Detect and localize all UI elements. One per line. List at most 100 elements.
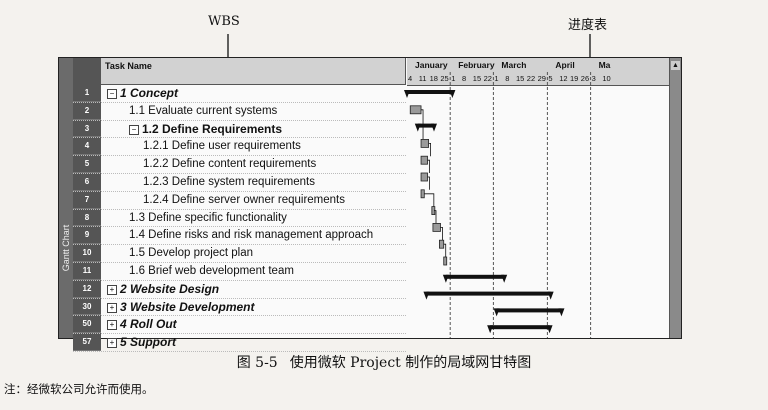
dependency-link — [424, 193, 435, 207]
week-label: 8 — [462, 74, 467, 83]
view-bar-label: Gantt Chart — [61, 224, 71, 272]
summary-bar-end — [546, 325, 553, 334]
table-row[interactable]: 5 1.2.2 Define content requirements — [73, 156, 406, 174]
week-label: 3 — [591, 74, 596, 83]
row-number[interactable]: 12 — [73, 280, 101, 298]
expand-icon[interactable]: + — [107, 302, 117, 313]
table-row[interactable]: 10 1.5 Develop project plan — [73, 245, 406, 263]
week-label: 5 — [548, 74, 553, 83]
row-number[interactable]: 5 — [73, 156, 101, 173]
task-name[interactable]: +4 Roll Out — [107, 316, 177, 333]
table-row[interactable]: 11 1.6 Brief web development team — [73, 262, 406, 281]
scroll-up-icon[interactable]: ▲ — [671, 61, 680, 70]
task-name-text: 1.6 Brief web development team — [129, 264, 294, 277]
task-bar — [420, 139, 429, 148]
task-name[interactable]: 1.5 Develop project plan — [129, 245, 253, 262]
row-number[interactable]: 8 — [73, 209, 101, 227]
collapse-icon[interactable]: − — [107, 89, 117, 99]
task-name-text: 2 Website Design — [120, 281, 220, 296]
table-row[interactable]: 2 1.1 Evaluate current systems — [73, 102, 406, 121]
dependency-link — [428, 143, 431, 157]
task-name[interactable]: +5 Support — [107, 334, 176, 351]
row-number[interactable]: 50 — [73, 316, 101, 334]
summary-bar — [407, 90, 453, 94]
summary-bar-end — [449, 90, 456, 98]
schedule-callout-label: 进度表 — [568, 18, 608, 33]
row-number[interactable]: 30 — [73, 298, 101, 316]
row-number[interactable]: 6 — [73, 173, 101, 191]
task-name[interactable]: 1.6 Brief web development team — [129, 263, 294, 280]
task-name-text: 1.1 Evaluate current systems — [129, 104, 278, 117]
task-name[interactable]: 1.2.3 Define system requirements — [143, 174, 315, 191]
week-label: 1 — [451, 74, 456, 83]
task-name[interactable]: 1.2.4 Define server owner requirements — [143, 192, 345, 209]
row-number[interactable]: 4 — [73, 138, 101, 156]
week-label: 1 — [494, 74, 499, 83]
row-number[interactable]: 2 — [73, 102, 101, 120]
row-number[interactable]: 57 — [73, 334, 101, 351]
table-row[interactable]: 9 1.4 Define risks and risk management ap… — [73, 227, 406, 246]
table-row[interactable]: 8 1.3 Define specific functionality — [73, 209, 406, 228]
task-name[interactable]: 1.2.2 Define content requirements — [143, 156, 316, 173]
table-row[interactable]: 6 1.2.3 Define system requirements — [73, 173, 406, 192]
week-label: 8 — [505, 74, 510, 83]
week-label: 19 — [570, 74, 579, 83]
table-row[interactable]: 50 +4 Roll Out — [73, 316, 406, 335]
task-name[interactable]: 1.3 Define specific functionality — [129, 210, 287, 227]
week-label: 22 — [526, 74, 536, 83]
task-bar — [409, 105, 422, 115]
table-row[interactable]: 30 +3 Website Development — [73, 298, 406, 317]
view-bar[interactable]: Gantt Chart — [59, 58, 73, 338]
permission-note: 注：经微软公司允许而使用。 — [4, 382, 154, 396]
task-name-header[interactable]: Task Name — [101, 58, 406, 85]
task-bar — [439, 239, 445, 249]
task-name-text: 1.2.4 Define server owner requirements — [143, 193, 345, 206]
task-name[interactable]: +2 Website Design — [107, 281, 219, 298]
task-name[interactable]: 1.4 Define risks and risk management app… — [129, 227, 373, 244]
week-label: 25 — [440, 74, 449, 83]
week-label: 11 — [418, 74, 427, 83]
task-name-text: 5 Support — [120, 335, 176, 350]
task-name[interactable]: −1.2 Define Requirements — [129, 121, 282, 138]
table-row[interactable]: 3 −1.2 Define Requirements — [73, 120, 406, 139]
table-row[interactable]: 12 +2 Website Design — [73, 280, 406, 299]
task-name[interactable]: +3 Website Development — [107, 299, 254, 316]
row-number[interactable]: 10 — [73, 245, 101, 262]
expand-icon[interactable]: + — [107, 320, 117, 331]
summary-bar — [445, 274, 505, 279]
row-number[interactable]: 1 — [73, 85, 101, 102]
week-label: 26 — [580, 74, 590, 83]
week-label: 12 — [559, 74, 568, 83]
row-number[interactable]: 7 — [73, 191, 101, 209]
week-label: 15 — [472, 74, 482, 83]
expand-icon[interactable]: + — [107, 284, 117, 295]
table-row[interactable]: 7 1.2.4 Define server owner requirements — [73, 191, 406, 210]
task-name[interactable]: −1 Concept — [107, 85, 178, 102]
table-row[interactable]: 4 1.2.1 Define user requirements — [73, 138, 406, 157]
row-number[interactable]: 3 — [73, 120, 101, 138]
summary-bar-end — [404, 90, 410, 98]
month-label: February — [458, 60, 495, 70]
task-name[interactable]: 1.1 Evaluate current systems — [129, 103, 277, 120]
task-name[interactable]: 1.2.1 Define user requirements — [143, 138, 301, 155]
task-name-text: 1 Concept — [120, 86, 179, 100]
row-number[interactable]: 11 — [73, 262, 101, 280]
collapse-icon[interactable]: − — [129, 124, 139, 135]
task-name-text: 1.3 Define specific functionality — [129, 211, 287, 224]
dependency-link — [427, 159, 430, 173]
expand-icon[interactable]: + — [107, 338, 117, 349]
task-bar — [420, 189, 425, 199]
vertical-scrollbar[interactable]: ▲ — [669, 58, 681, 338]
table-row[interactable]: 1−1 Concept — [73, 85, 406, 103]
month-label: April — [555, 60, 575, 70]
task-name-text: 1.2.2 Define content requirements — [143, 158, 317, 171]
table-row[interactable]: 57 +5 Support — [73, 334, 406, 352]
summary-bar-end — [423, 291, 430, 300]
week-label: 29 — [537, 74, 546, 83]
dependency-link — [427, 176, 430, 190]
week-label: 18 — [429, 74, 438, 83]
summary-bar-end — [501, 274, 508, 283]
row-number[interactable]: 9 — [73, 227, 101, 245]
